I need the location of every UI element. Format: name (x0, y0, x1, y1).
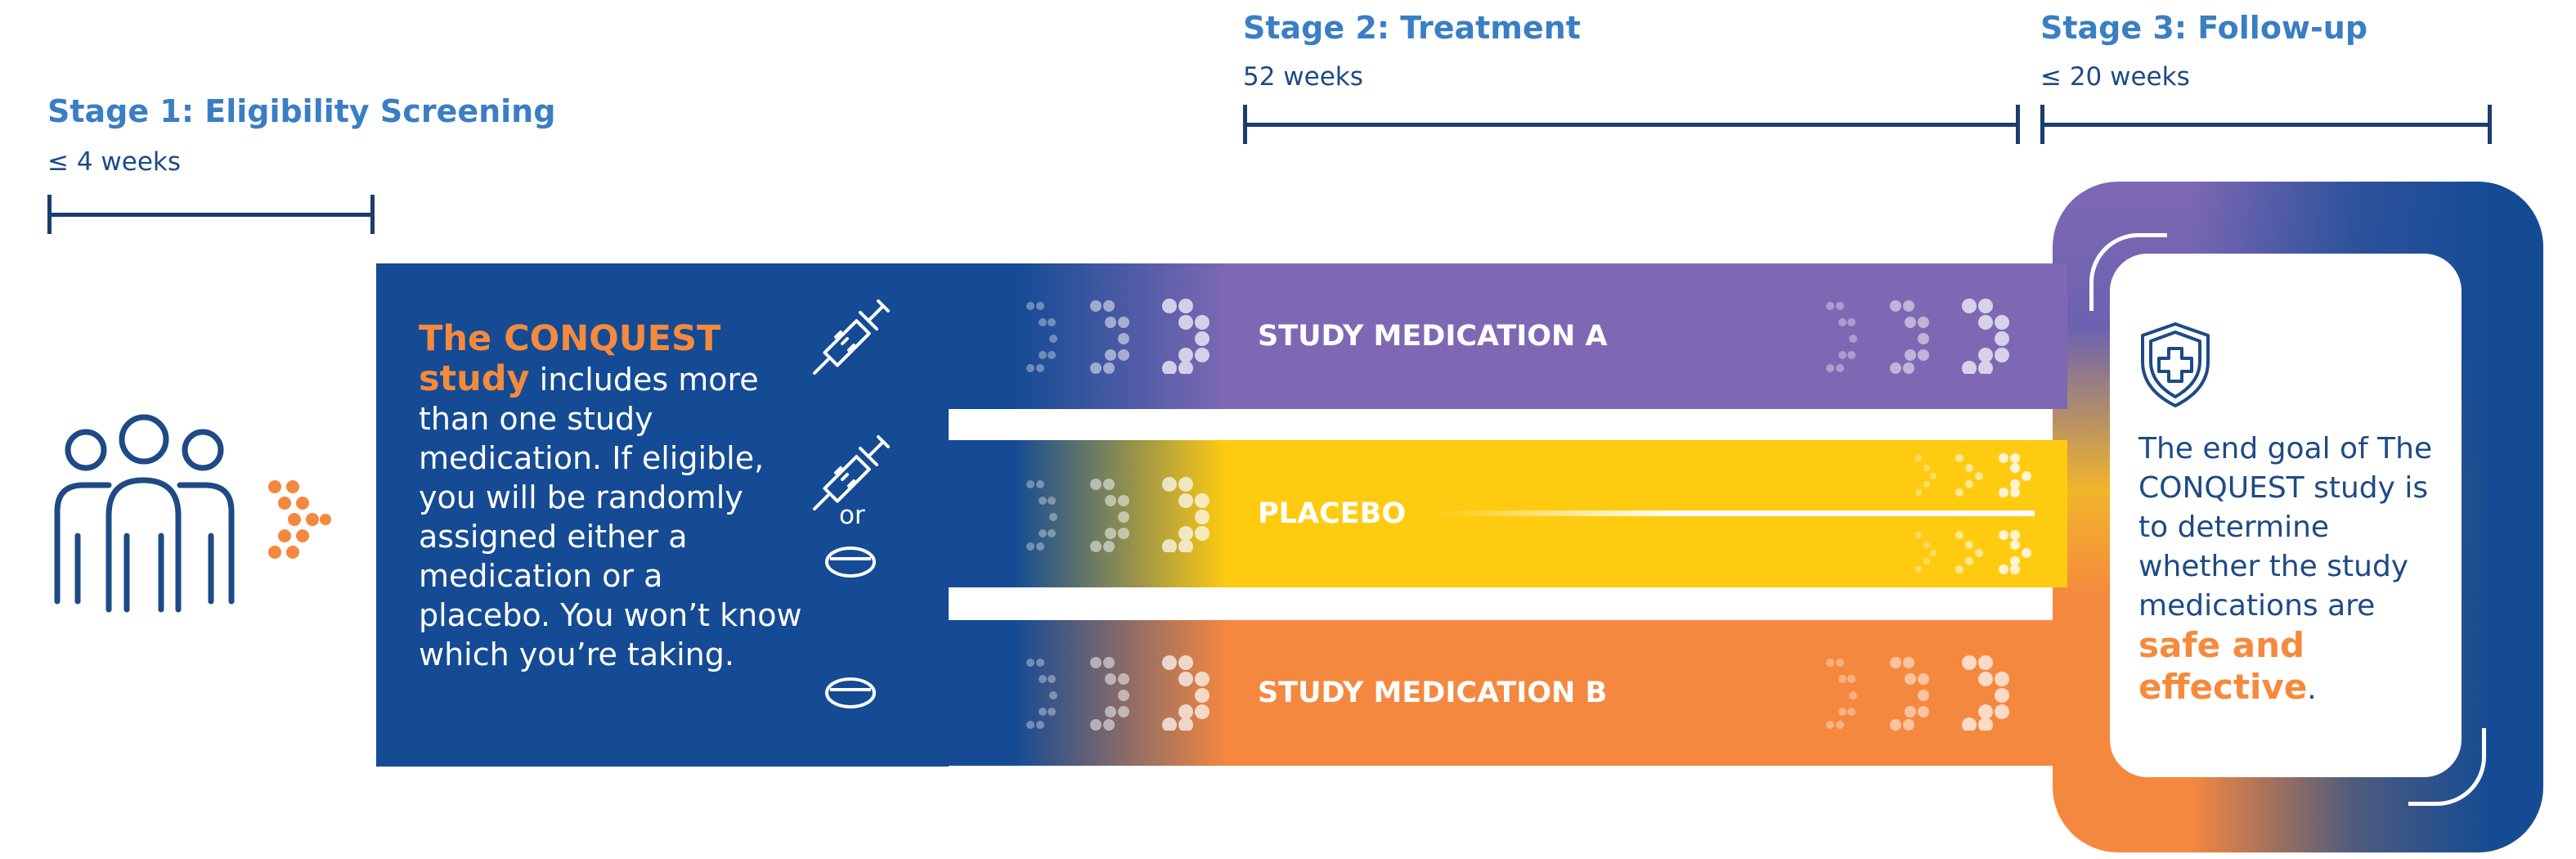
card-corner-accent (2089, 233, 2167, 311)
or-label: or (839, 501, 865, 530)
dotted-arrow-icon (1915, 453, 2031, 497)
goal-highlight: safe and effective (2138, 625, 2308, 707)
dotted-arrow-icon (1826, 299, 2009, 374)
syringe-icon (813, 435, 890, 510)
band-label-study-medication-a: STUDY MEDICATION A (1258, 320, 1608, 353)
band-study-medication-a: STUDY MEDICATION A (947, 263, 2067, 409)
band-label-placebo: PLACEBO (1258, 497, 1407, 530)
stage2-title: Stage 2: Treatment (1243, 10, 1581, 46)
goal-text: The end goal of The CONQUEST study is to… (2138, 430, 2449, 709)
stage2-bracket (1243, 105, 2020, 144)
pill-icon (825, 546, 876, 578)
band-placebo: PLACEBO (947, 440, 2067, 587)
dotted-arrow-icon (1026, 477, 1209, 552)
goal-card (2110, 254, 2462, 777)
stage2-duration: 52 weeks (1243, 62, 1363, 92)
dotted-arrow-icon (268, 480, 331, 559)
dotted-arrow-icon (1826, 655, 2009, 731)
card-corner-accent (2408, 728, 2486, 806)
stage3-duration: ≤ 20 weeks (2040, 62, 2190, 92)
band-label-study-medication-b: STUDY MEDICATION B (1258, 677, 1608, 709)
intro-body: includes more than one study medication.… (419, 362, 802, 672)
stage3-bracket (2040, 105, 2492, 144)
intro-highlight: The CONQUEST study (419, 318, 721, 399)
band-study-medication-b: STUDY MEDICATION B (947, 620, 2067, 766)
goal-end: . (2307, 672, 2317, 706)
stage1-duration: ≤ 4 weeks (47, 147, 182, 177)
stage1-bracket (47, 195, 375, 234)
intro-text: The CONQUEST study includes more than on… (419, 319, 803, 674)
participants-group-icon (54, 414, 235, 613)
shield-cross-icon (2141, 322, 2210, 407)
dotted-arrow-icon (1026, 655, 1209, 731)
pill-icon (825, 677, 876, 708)
dotted-arrow-icon (1915, 530, 2031, 574)
placebo-line (1438, 510, 2035, 516)
stage1-title: Stage 1: Eligibility Screening (47, 93, 556, 129)
stage3-title: Stage 3: Follow-up (2040, 10, 2368, 46)
syringe-icon (813, 299, 890, 375)
dotted-arrow-icon (1026, 299, 1209, 374)
goal-body: The end goal of The CONQUEST study is to… (2138, 432, 2433, 623)
